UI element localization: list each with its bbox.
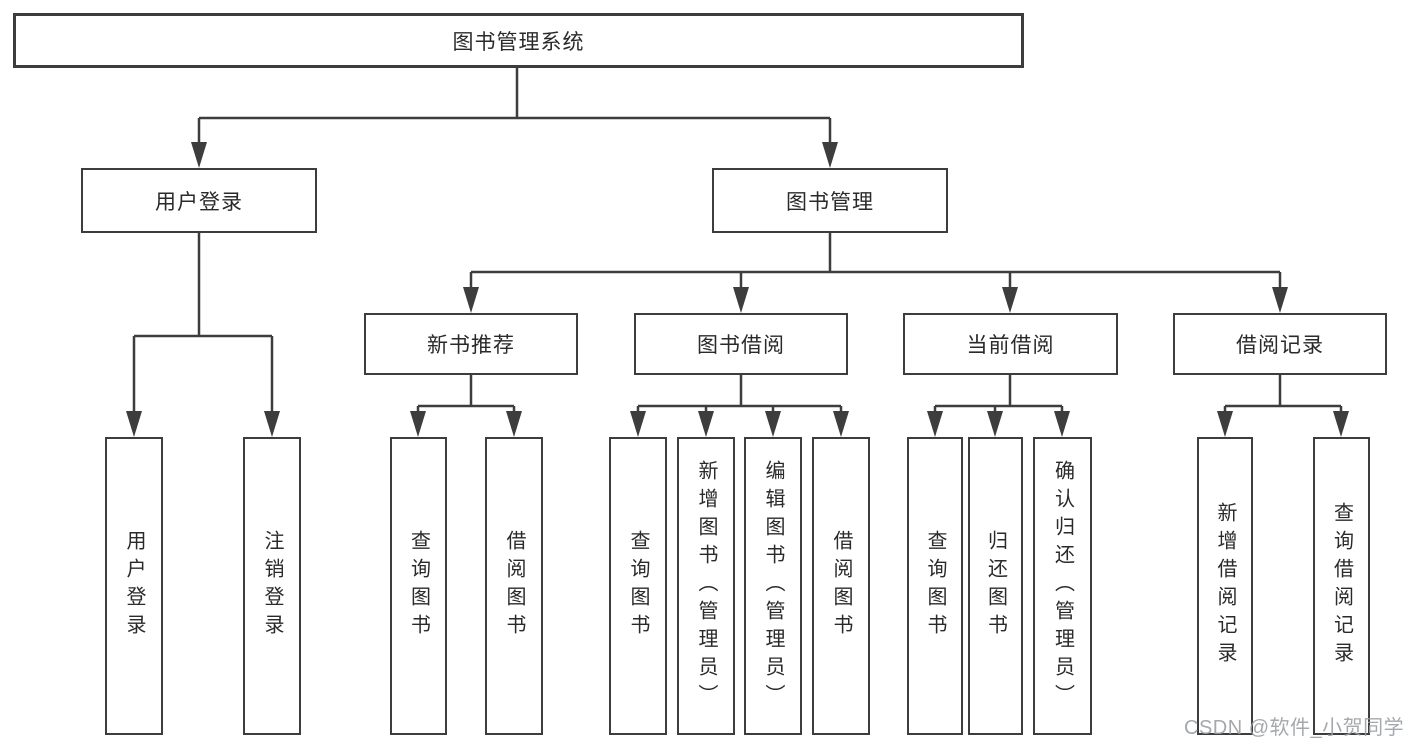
- leaf-return-books: 归还图书: [968, 437, 1023, 735]
- node-book-management: 图书管理: [712, 168, 948, 233]
- arrow-down-icon: [264, 411, 280, 437]
- node-label: 用户登录: [123, 530, 145, 642]
- node-label: 借阅图书: [503, 530, 525, 642]
- node-label: 图书借阅: [697, 334, 785, 357]
- node-label: 确认归还（管理员）: [1051, 460, 1074, 712]
- node-label: 新增图书（管理员）: [695, 460, 717, 712]
- leaf-query-books-2: 查询图书: [609, 437, 667, 735]
- leaf-add-books-admin: 新增图书（管理员）: [677, 437, 735, 735]
- node-label: 当前借阅: [966, 334, 1055, 357]
- connector-newbook-to-leaves: [416, 375, 516, 419]
- arrow-down-icon: [765, 411, 781, 437]
- leaf-query-borrow-records: 查询借阅记录: [1313, 437, 1370, 735]
- node-label: 查询图书: [627, 530, 649, 642]
- arrow-down-icon: [698, 411, 714, 437]
- node-label: 借阅记录: [1236, 334, 1324, 357]
- node-label: 编辑图书（管理员）: [762, 460, 784, 712]
- connector-bookmgmt-to-level3: [469, 233, 1282, 295]
- node-library-management-system: 图书管理系统: [13, 13, 1024, 68]
- node-label: 归还图书: [984, 530, 1007, 642]
- node-user-login: 用户登录: [81, 168, 317, 233]
- leaf-query-books-3: 查询图书: [907, 437, 963, 735]
- node-new-book-recommendation: 新书推荐: [364, 313, 578, 375]
- csdn-watermark: CSDN @软件_小贺同学: [1184, 717, 1405, 739]
- arrow-down-icon: [1002, 287, 1018, 313]
- node-current-borrowing: 当前借阅: [903, 313, 1118, 375]
- arrow-down-icon: [191, 142, 207, 168]
- connector-borrow-to-leaves: [636, 375, 843, 419]
- node-label: 借阅图书: [830, 530, 852, 642]
- arrow-down-icon: [822, 142, 838, 168]
- connector-userlogin-to-leaves: [132, 233, 274, 419]
- node-label: 图书管理: [786, 190, 874, 214]
- arrow-down-icon: [833, 411, 849, 437]
- arrow-down-icon: [126, 411, 142, 437]
- node-label: 查询图书: [924, 530, 946, 642]
- leaf-user-login: 用户登录: [105, 437, 163, 735]
- arrow-down-icon: [1054, 411, 1070, 437]
- leaf-query-books-1: 查询图书: [390, 437, 447, 735]
- leaf-logout: 注销登录: [243, 437, 301, 735]
- arrow-down-icon: [733, 287, 749, 313]
- node-borrowing-records: 借阅记录: [1173, 313, 1387, 375]
- leaf-add-borrow-record: 新增借阅记录: [1197, 437, 1253, 735]
- leaf-borrow-books-2: 借阅图书: [812, 437, 870, 735]
- node-label: 新书推荐: [427, 334, 515, 357]
- leaf-confirm-return-admin: 确认归还（管理员）: [1033, 437, 1092, 735]
- connector-root-to-level2: [197, 68, 832, 150]
- arrow-down-icon: [1333, 411, 1349, 437]
- arrow-down-icon: [1217, 411, 1233, 437]
- arrow-down-icon: [630, 411, 646, 437]
- node-label: 图书管理系统: [452, 30, 585, 54]
- node-book-borrowing: 图书借阅: [634, 313, 848, 375]
- node-label: 用户登录: [155, 190, 243, 214]
- node-label: 注销登录: [261, 530, 283, 642]
- arrow-down-icon: [987, 411, 1003, 437]
- node-label: 查询图书: [407, 530, 430, 642]
- arrow-down-icon: [1272, 287, 1288, 313]
- arrow-down-icon: [410, 411, 426, 437]
- node-label: 查询借阅记录: [1330, 502, 1353, 670]
- arrow-down-icon: [506, 411, 522, 437]
- leaf-borrow-books-1: 借阅图书: [485, 437, 543, 735]
- node-label: 新增借阅记录: [1214, 502, 1236, 670]
- arrow-down-icon: [463, 287, 479, 313]
- arrow-down-icon: [927, 411, 943, 437]
- leaf-edit-books-admin: 编辑图书（管理员）: [744, 437, 802, 735]
- connector-records-to-leaves: [1223, 375, 1343, 419]
